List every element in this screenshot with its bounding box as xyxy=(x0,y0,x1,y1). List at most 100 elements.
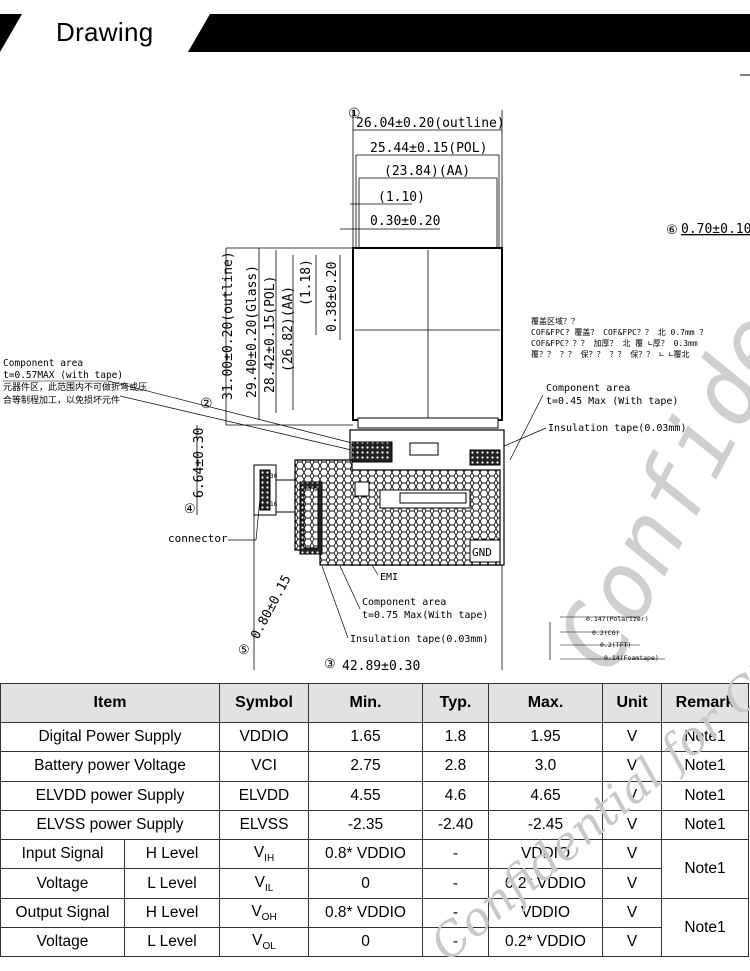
col-header-symbol: Symbol xyxy=(219,683,309,723)
dim-1-18-label: (1.18) xyxy=(299,259,314,306)
dim-1-10: (1.10) xyxy=(350,190,425,205)
pin-16-label: 16 xyxy=(270,501,278,508)
cell-min: -2.35 xyxy=(308,809,423,841)
cn-note-1: 覆盖区域？？ xyxy=(531,316,579,326)
cell-remark: Note1 xyxy=(661,839,749,899)
component-area-left-thickness: t=0.57MAX (with tape) xyxy=(3,370,123,381)
cell-symbol: VIH xyxy=(219,839,309,870)
cell-min: 0 xyxy=(308,927,423,958)
cell-typ: 1.8 xyxy=(422,721,489,753)
col-header-unit: Unit xyxy=(602,683,662,723)
cell-level: H Level xyxy=(124,839,220,870)
cell-max: 0.2* VDDIO xyxy=(488,868,603,899)
section-title: Drawing xyxy=(56,17,154,47)
cell-min: 0 xyxy=(308,868,423,899)
mechanical-drawing: Confidential 26.04±0.20(outline) 25.44±0… xyxy=(3,60,750,675)
table-row: Output Signal H Level VOH 0.8* VDDIO - V… xyxy=(0,897,749,958)
table-row: ELVSS power Supply ELVSS -2.35 -2.40 -2.… xyxy=(0,809,749,841)
dim-pol-height-label: 28.42±0.15(POL) xyxy=(263,276,278,393)
dim-0-30-label: 0.30±0.20 xyxy=(370,214,440,229)
dim-aa-height-label: (26.82)(AA) xyxy=(281,286,296,372)
dim-outline-width-label: 26.04±0.20(outline) xyxy=(356,116,505,131)
component-area-left-label: Component area xyxy=(3,358,83,369)
cell-symbol: VIL xyxy=(219,868,309,899)
cell-typ: 4.6 xyxy=(422,780,489,811)
stack-polarizer: 0.147(Polarizer) xyxy=(586,615,649,623)
gnd-label: GND xyxy=(472,546,492,559)
col-header-remark: Remark xyxy=(661,683,749,723)
component-area-bottom-label: Component area xyxy=(362,597,446,608)
dim-0-38-label: 0.38±0.20 xyxy=(325,262,340,332)
cell-unit: V xyxy=(602,927,662,958)
component-area-bottom-thickness: t=0.75 Max(With tape) xyxy=(362,610,488,621)
dim-aa-width: (23.84)(AA) xyxy=(358,164,498,250)
table-row: ELVDD power Supply ELVDD 4.55 4.6 4.65 V… xyxy=(0,780,749,811)
cell-max: 1.95 xyxy=(488,721,603,753)
table-row: Voltage L Level VOL 0 - 0.2* VDDIO V xyxy=(0,927,749,958)
col-header-typ: Typ. xyxy=(422,683,489,723)
cell-max: 4.65 xyxy=(488,780,603,811)
table-row: Battery power Voltage VCI 2.75 2.8 3.0 V… xyxy=(0,751,749,782)
display-panel xyxy=(352,247,503,421)
cell-unit: V xyxy=(602,839,662,870)
cn-note-2: COF&FPC? 覆盖？ COF&FPC？？ 北 0.7mm ？ xyxy=(531,327,707,337)
cell-min: 4.55 xyxy=(308,780,423,811)
dim-outline-height-label: 31.00±0.20(outline) xyxy=(221,251,236,400)
cell-typ: - xyxy=(422,839,489,870)
dim-aa-width-label: (23.84)(AA) xyxy=(384,164,470,179)
pin-30-label: 30 xyxy=(270,473,278,480)
cell-unit: V xyxy=(602,780,662,811)
section-header: Drawing xyxy=(0,14,750,52)
cell-unit: V xyxy=(602,751,662,782)
dim-pol-width-label: 25.44±0.15(POL) xyxy=(370,141,487,156)
dim-0-80-label: 0.80±0.15 xyxy=(248,573,294,642)
cell-item: ELVDD power Supply xyxy=(0,780,220,811)
dim-0-30: 0.30±0.20 xyxy=(340,214,440,230)
cell-group-label: Input Signal xyxy=(0,839,125,870)
connector-label: connector xyxy=(168,532,228,545)
cell-group-label: Voltage xyxy=(0,868,125,899)
cell-level: L Level xyxy=(124,868,220,899)
cell-item: Digital Power Supply xyxy=(0,721,220,753)
cell-level: H Level xyxy=(124,897,220,929)
cell-symbol: VOH xyxy=(219,897,309,929)
emi-label: EMI xyxy=(380,572,398,583)
col-header-min: Min. xyxy=(308,683,423,723)
cell-min: 0.8* VDDIO xyxy=(308,839,423,870)
component-area-right-thickness: t=0.45 Max (With tape) xyxy=(546,396,678,407)
stack-cg: 0.2(CG) xyxy=(592,629,619,637)
dim-total-length-label: 42.89±0.30 xyxy=(342,659,420,674)
cell-typ: -2.40 xyxy=(422,809,489,841)
cell-max: VDDIO xyxy=(488,897,603,929)
dim-pol-width: 25.44±0.15(POL) xyxy=(355,141,500,250)
cell-max: -2.45 xyxy=(488,809,603,841)
electrical-spec-table: Item Symbol Min. Typ. Max. Unit Remark D… xyxy=(0,683,749,958)
cell-max: 0.2* VDDIO xyxy=(488,927,603,958)
cell-max: VDDIO xyxy=(488,839,603,870)
dim-glass-height-label: 29.40±0.20(Glass) xyxy=(245,265,260,398)
col-header-max: Max. xyxy=(488,683,603,723)
cell-unit: V xyxy=(602,897,662,929)
dim-6-64-label: 6.64±0.30 xyxy=(192,428,207,498)
table-header-row: Item Symbol Min. Typ. Max. Unit Remark xyxy=(0,683,749,723)
dim-thickness-label: 0.70±0.10 xyxy=(681,222,750,237)
stack-tft: 0.2(TFT) xyxy=(600,641,631,649)
fpc-assembly: GND 30 16 xyxy=(253,429,505,566)
marker-5: ⑤ xyxy=(238,643,250,658)
cell-typ: - xyxy=(422,897,489,929)
cell-group-label: Voltage xyxy=(0,927,125,958)
insulation-tape-right-label: Insulation tape(0.03mm) xyxy=(548,423,686,434)
cell-typ: 2.8 xyxy=(422,751,489,782)
cn-note-3: COF&FPC？？？ 加厚？ 北 覆 ∟厚？ 0.3mm xyxy=(531,338,698,348)
dim-outline-width: 26.04±0.20(outline) xyxy=(352,110,505,248)
cell-unit: V xyxy=(602,868,662,899)
component-area-right-label: Component area xyxy=(546,383,630,394)
cell-symbol: VOL xyxy=(219,927,309,958)
layer-stackup: 0.147(Polarizer) 0.2(CG) 0.2(TFT) 0.14(F… xyxy=(549,615,665,662)
cell-symbol: ELVSS xyxy=(219,809,309,841)
cell-typ: - xyxy=(422,927,489,958)
col-header-item: Item xyxy=(0,683,220,723)
table-row: Input Signal H Level VIH 0.8* VDDIO - VD… xyxy=(0,839,749,899)
cell-symbol: VDDIO xyxy=(219,721,309,753)
table-row: Voltage L Level VIL 0 - 0.2* VDDIO V xyxy=(0,868,749,899)
